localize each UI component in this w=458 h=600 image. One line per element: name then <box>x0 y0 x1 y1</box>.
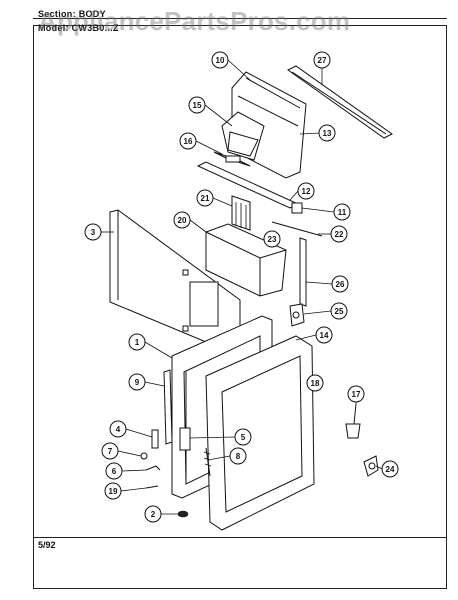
part-11-bracket <box>291 202 303 214</box>
callout-10-label: 10 <box>216 56 225 65</box>
callout-23-label: 23 <box>268 235 277 244</box>
callout-22-label: 22 <box>335 230 344 239</box>
callout-16-label: 16 <box>184 137 193 146</box>
part-5-hinge <box>179 427 191 451</box>
part-21-vent-grille <box>231 195 251 231</box>
callout-4: 4 <box>109 420 127 438</box>
part-25-hinge-plate <box>289 303 305 327</box>
callout-8-label: 8 <box>236 452 241 461</box>
part-17-switch <box>345 403 361 439</box>
callout-18: 18 <box>306 374 324 392</box>
callout-15-label: 15 <box>193 101 202 110</box>
callout-11: 11 <box>333 203 351 221</box>
callout-7: 7 <box>101 442 119 460</box>
part-7-screw <box>140 452 148 460</box>
part-6-clip <box>145 465 161 471</box>
callout-10: 10 <box>211 51 229 69</box>
callout-13: 13 <box>318 124 336 142</box>
part-2-foot <box>177 510 189 518</box>
callout-19-label: 19 <box>109 487 118 496</box>
callout-24: 24 <box>381 460 399 478</box>
part-4-latch <box>151 429 159 449</box>
part-22-rod <box>271 221 323 237</box>
callout-21-label: 21 <box>201 194 210 203</box>
callout-14: 14 <box>315 326 333 344</box>
part-18-outer-door <box>205 335 315 531</box>
callout-6-label: 6 <box>112 467 117 476</box>
part-16-damper <box>213 151 251 167</box>
part-9-left-strip <box>163 369 173 445</box>
part-24-lamp <box>363 455 379 477</box>
callout-3-label: 3 <box>91 228 96 237</box>
callout-24-label: 24 <box>386 465 395 474</box>
callout-20: 20 <box>173 211 191 229</box>
callout-6: 6 <box>105 462 123 480</box>
callout-2: 2 <box>144 505 162 523</box>
callout-8: 8 <box>229 447 247 465</box>
callout-4-label: 4 <box>116 425 121 434</box>
callout-11-label: 11 <box>338 208 347 217</box>
callout-12-label: 12 <box>302 187 311 196</box>
footer-date: 5/92 <box>38 540 56 550</box>
callout-14-label: 14 <box>320 331 329 340</box>
callout-25-label: 25 <box>335 307 344 316</box>
callout-9: 9 <box>128 373 146 391</box>
header-rule <box>33 18 447 19</box>
part-19-pin <box>145 485 159 489</box>
callout-20-label: 20 <box>178 216 187 225</box>
callout-26: 26 <box>331 275 349 293</box>
callout-27: 27 <box>313 51 331 69</box>
callout-5-label: 5 <box>241 433 246 442</box>
callout-22: 22 <box>330 225 348 243</box>
callout-19: 19 <box>104 482 122 500</box>
watermark: AppliancePartsPros.com <box>38 6 351 36</box>
part-15-vent-duct <box>221 111 265 161</box>
callout-13-label: 13 <box>323 129 332 138</box>
callout-18-label: 18 <box>311 379 320 388</box>
section-label: Section: BODY <box>38 9 106 19</box>
callout-23: 23 <box>263 230 281 248</box>
callout-5: 5 <box>234 428 252 446</box>
callout-2-label: 2 <box>151 510 156 519</box>
callout-7-label: 7 <box>108 447 113 456</box>
callout-9-label: 9 <box>135 378 140 387</box>
callout-3: 3 <box>84 223 102 241</box>
callout-21: 21 <box>196 189 214 207</box>
callout-16: 16 <box>179 132 197 150</box>
part-26-side-strip <box>299 237 307 307</box>
part-27-top-trim <box>287 65 393 139</box>
callout-26-label: 26 <box>336 280 345 289</box>
callout-15: 15 <box>188 96 206 114</box>
callout-27-label: 27 <box>318 56 327 65</box>
footer-rule <box>33 537 447 538</box>
callout-1: 1 <box>128 333 146 351</box>
callout-12: 12 <box>297 182 315 200</box>
diagram-frame <box>33 25 447 589</box>
callout-17-label: 17 <box>352 390 361 399</box>
callout-25: 25 <box>330 302 348 320</box>
callout-1-label: 1 <box>135 338 140 347</box>
callout-17: 17 <box>347 385 365 403</box>
model-label: Model: CW3B0...Z <box>38 23 119 33</box>
